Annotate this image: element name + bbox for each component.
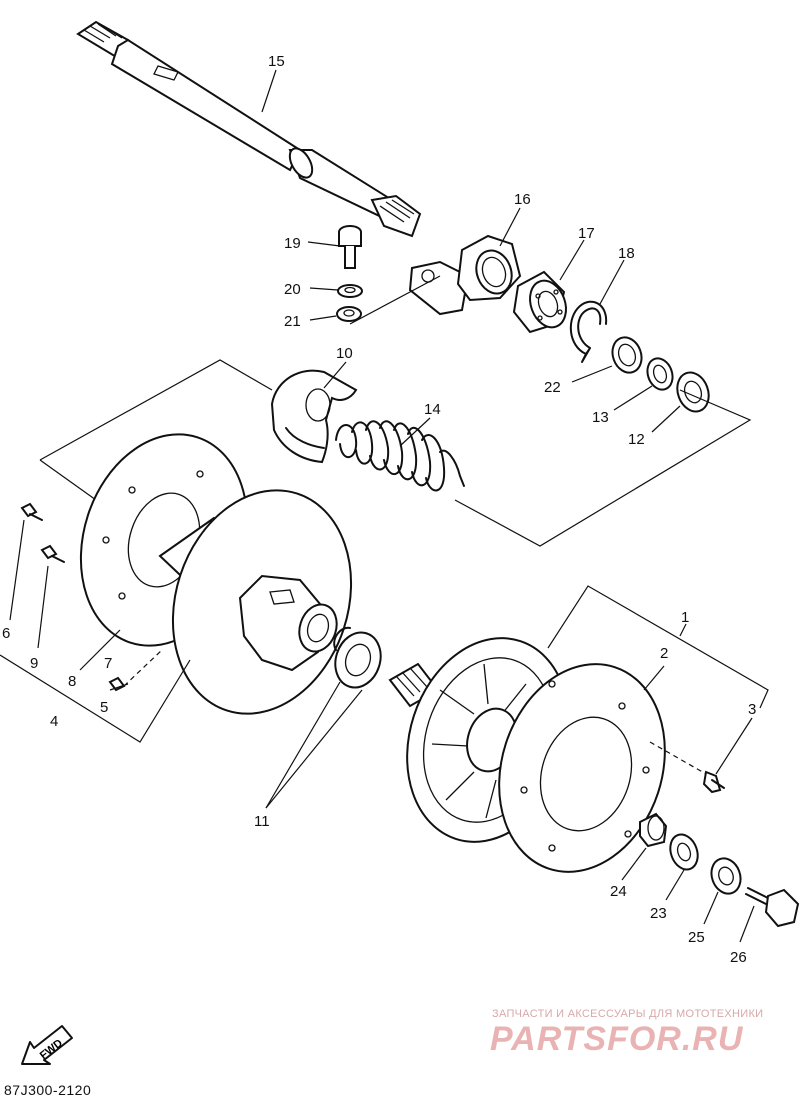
part-15-shaft <box>76 20 422 238</box>
callout-25: 25 <box>688 929 705 946</box>
part-20-washer <box>337 284 363 298</box>
part-25-washer <box>710 857 742 895</box>
part-2-plate <box>498 663 666 873</box>
part-4-fixed-sheave <box>158 489 353 715</box>
part-13-washer <box>646 357 674 391</box>
part-24-collar <box>639 812 668 848</box>
callout-13: 13 <box>592 409 609 426</box>
fwd-arrow-icon: FWD <box>18 1020 78 1075</box>
part-23-washer <box>669 833 699 871</box>
callout-4: 4 <box>50 713 58 730</box>
part-17-bearing <box>512 270 567 334</box>
part-16-bracket <box>408 234 522 316</box>
part-9-bolt <box>40 544 65 563</box>
assembly-outline-right <box>547 585 769 709</box>
assembly-outline-upper <box>39 359 752 547</box>
part-18-circlip <box>569 300 608 363</box>
callout-3: 3 <box>748 701 756 718</box>
callout-18: 18 <box>618 245 635 262</box>
callout-labels: 1 2 3 4 5 6 7 8 9 10 11 12 13 14 15 16 1… <box>2 53 756 966</box>
callout-11: 11 <box>254 813 270 830</box>
callout-10: 10 <box>336 345 353 362</box>
callout-22: 22 <box>544 379 561 396</box>
callout-24: 24 <box>610 883 627 900</box>
callout-1: 1 <box>681 609 689 626</box>
callout-5: 5 <box>100 699 108 716</box>
part-11-collar <box>333 626 382 689</box>
callout-16: 16 <box>514 191 531 208</box>
part-3-screw <box>702 770 725 794</box>
watermark-brand: PARTSFOR.RU <box>490 1020 744 1058</box>
callout-12: 12 <box>628 431 645 448</box>
callout-2: 2 <box>660 645 668 662</box>
part-19-bolt <box>338 225 362 269</box>
callout-17: 17 <box>578 225 595 242</box>
figure-code: 87J300-2120 <box>4 1082 92 1098</box>
callout-9: 9 <box>30 655 38 672</box>
part-14-spring <box>335 420 465 492</box>
callout-20: 20 <box>284 281 301 298</box>
callout-6: 6 <box>2 625 10 642</box>
assembly-outline-left <box>0 654 191 743</box>
part-21-washer <box>336 306 362 322</box>
callout-26: 26 <box>730 949 747 966</box>
callout-23: 23 <box>650 905 667 922</box>
part-6-bolt <box>20 502 43 521</box>
watermark-tagline: ЗАПЧАСТИ И АКСЕССУАРЫ ДЛЯ МОТОТЕХНИКИ <box>492 1008 764 1020</box>
part-12-washer <box>676 371 710 413</box>
callout-15: 15 <box>268 53 285 70</box>
callout-7: 7 <box>104 655 112 672</box>
callout-14: 14 <box>424 401 441 418</box>
callout-19: 19 <box>284 235 301 252</box>
leader-lines <box>9 69 755 943</box>
part-10-spring-seat <box>270 369 358 464</box>
part-22-washer <box>611 336 643 374</box>
part-26-bolt <box>745 887 800 928</box>
callout-8: 8 <box>68 673 76 690</box>
callout-21: 21 <box>284 313 301 330</box>
